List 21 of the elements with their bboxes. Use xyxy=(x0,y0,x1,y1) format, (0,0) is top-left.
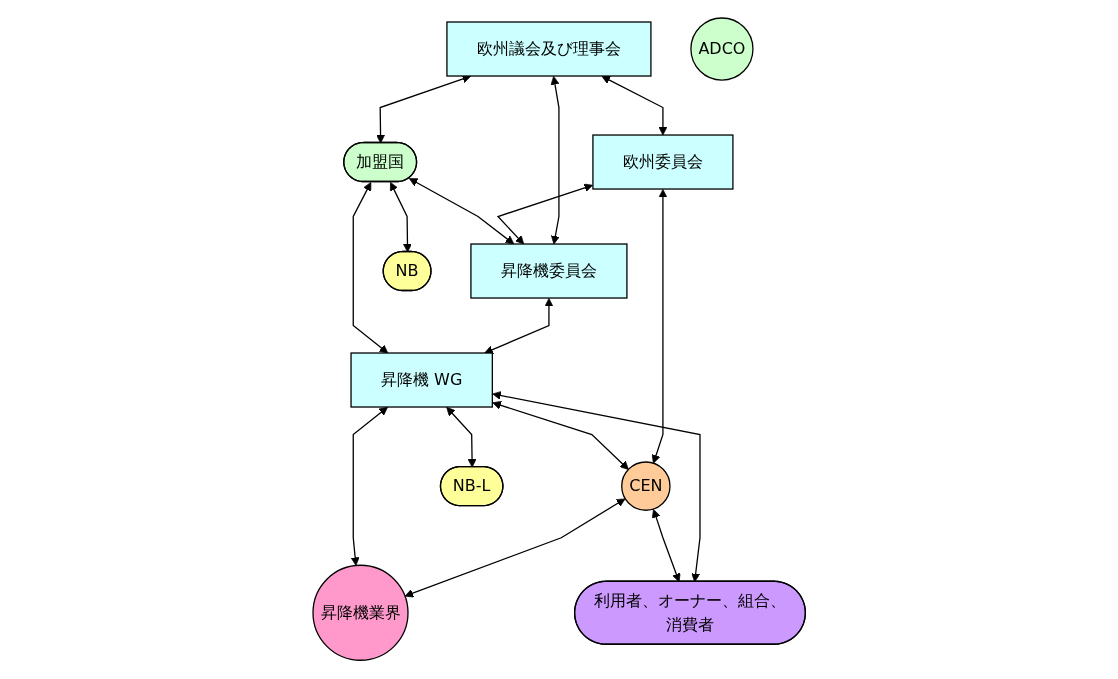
node-box: 昇降機委員会 xyxy=(470,243,628,300)
arrow xyxy=(352,182,388,354)
arrow xyxy=(389,182,412,253)
node-circle: CEN xyxy=(620,461,671,512)
node-box: 欧州委員会 xyxy=(592,134,734,191)
arrow xyxy=(404,498,626,598)
node-circle: 昇降機業界 xyxy=(312,565,409,662)
node-box: 昇降機 WG xyxy=(350,352,493,409)
arrow xyxy=(601,76,668,136)
node-circle: ADCO xyxy=(690,17,754,82)
node-box: 欧州議会及び理事会 xyxy=(446,21,652,78)
arrow xyxy=(496,183,593,245)
arrow xyxy=(550,76,560,245)
arrow xyxy=(446,407,477,468)
arrow xyxy=(408,178,514,245)
arrow xyxy=(492,391,701,583)
arrow xyxy=(350,407,388,567)
arrow xyxy=(651,189,668,464)
arrow xyxy=(651,509,681,583)
arrow xyxy=(484,298,554,355)
arrow xyxy=(492,401,629,471)
